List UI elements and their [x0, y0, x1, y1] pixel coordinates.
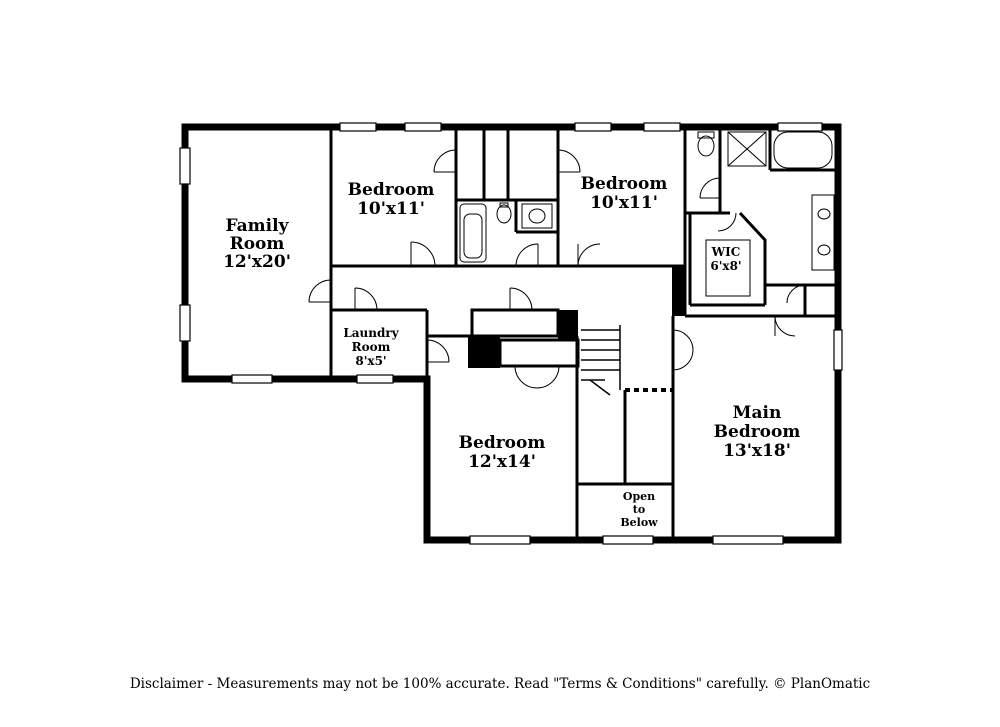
bedroom-4-label: Bedroom	[459, 433, 546, 453]
main-bedroom-label: Main	[733, 403, 782, 423]
fixtures	[459, 131, 835, 297]
wic-size: 6'x8'	[710, 259, 741, 273]
family-room-label-2: Room	[230, 234, 285, 254]
laundry-size: 8'x5'	[355, 354, 386, 368]
open-below-label-1: Open	[623, 490, 655, 503]
family-room-label: Family	[226, 216, 290, 236]
bedroom-2-size: 10'x11'	[357, 199, 425, 219]
solid-wall-blocks	[468, 266, 685, 368]
stairs	[581, 325, 621, 396]
bedroom-3-size: 10'x11'	[590, 193, 658, 213]
exterior-walls	[181, 123, 842, 544]
disclaimer-text: Disclaimer - Measurements may not be 100…	[129, 676, 871, 692]
bedroom-2-label: Bedroom	[348, 180, 435, 200]
bedroom-3-label: Bedroom	[581, 174, 668, 194]
laundry-label-2: Room	[352, 340, 391, 354]
interior-walls	[329, 127, 838, 540]
open-below-label-3: Below	[620, 516, 658, 529]
family-room-size: 12'x20'	[223, 252, 291, 272]
doors	[308, 149, 806, 389]
wic-label: WIC	[711, 245, 741, 259]
open-below-label-2: to	[633, 503, 645, 516]
main-bedroom-size: 13'x18'	[723, 441, 791, 461]
laundry-label: Laundry	[343, 326, 399, 340]
bedroom-4-size: 12'x14'	[468, 452, 536, 472]
room-labels: Family Room 12'x20' Bedroom 10'x11' Bedr…	[223, 174, 800, 529]
main-bedroom-label-2: Bedroom	[714, 422, 801, 442]
windows	[179, 122, 843, 545]
